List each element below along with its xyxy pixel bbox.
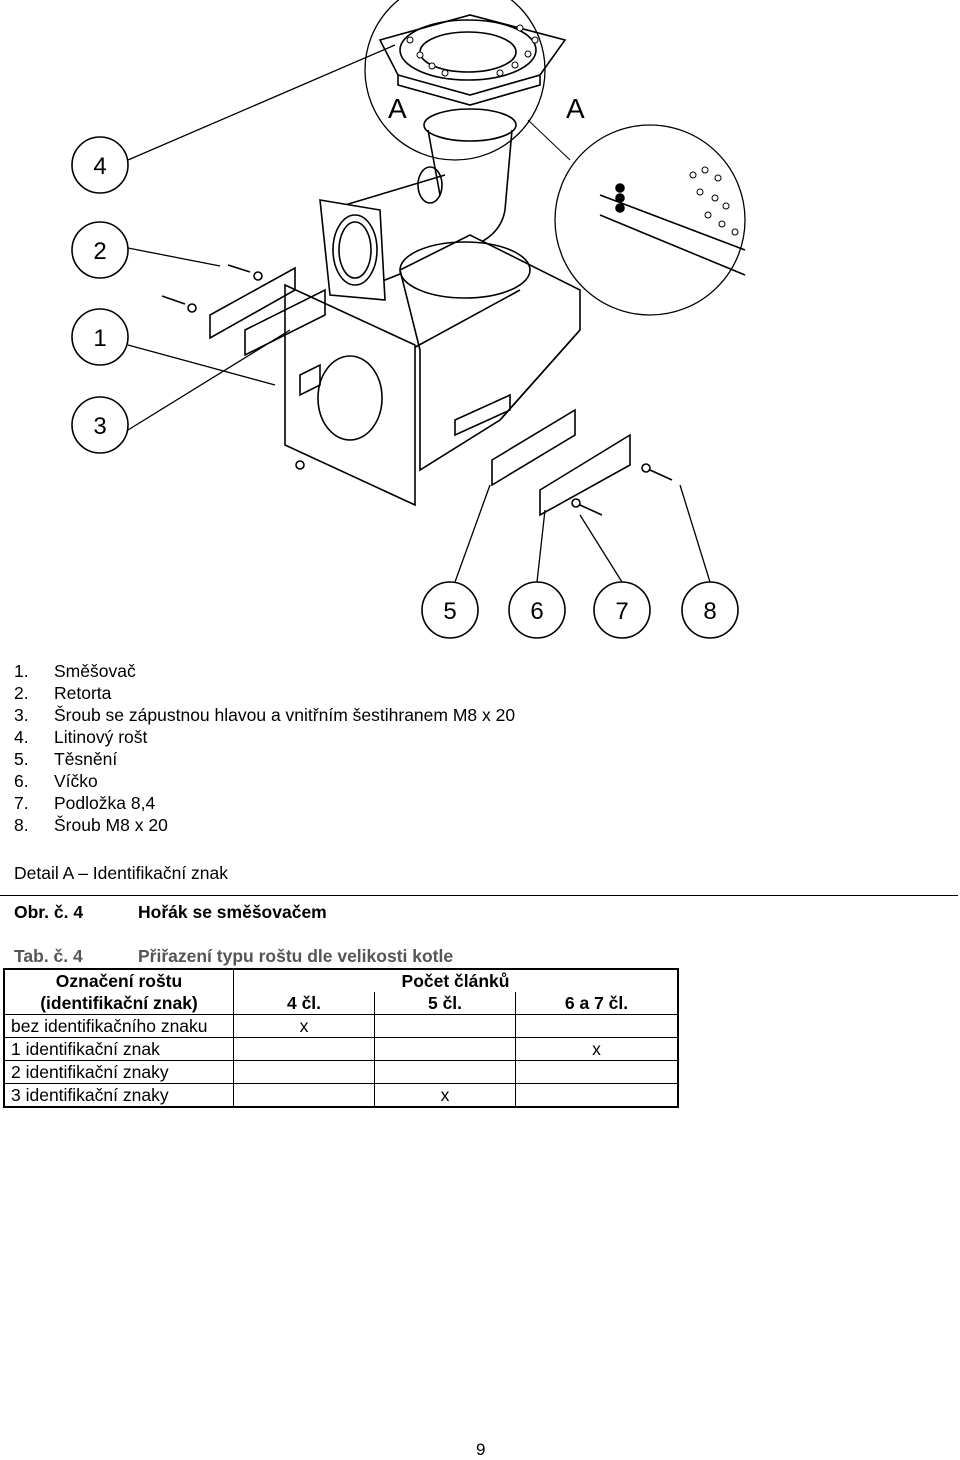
grate-assignment-table: Označení roštu Počet článků (identifikač…	[3, 968, 679, 1108]
table-row: 1 identifikační znak x	[3, 1037, 679, 1061]
divider	[0, 895, 958, 896]
parts-list: 1. Směšovač 2. Retorta 3. Šroub se zápustno…	[14, 660, 515, 836]
part-name: Šroub M8 x 20	[54, 815, 168, 835]
cover-left	[244, 288, 326, 357]
callout-1: 1	[93, 325, 106, 352]
page-number: 9	[476, 1440, 486, 1459]
list-number: 7.	[14, 793, 29, 813]
cast-iron-grate	[378, 14, 567, 106]
callout-8: 8	[703, 598, 716, 625]
table-cell	[515, 1014, 679, 1038]
part-name: Šroub se zápustnou hlavou a vnitřním šes…	[54, 705, 516, 725]
burner-assembly-drawing: A A	[71, 0, 746, 639]
table-cell	[515, 1060, 679, 1084]
table-cell	[374, 1037, 516, 1061]
gasket-left	[209, 266, 296, 340]
list-item: 2. Retorta	[14, 682, 515, 704]
list-item: 1. Směšovač	[14, 660, 515, 682]
table-label: Tab. č. 4	[14, 946, 83, 966]
callout-6: 6	[530, 598, 543, 625]
callout-5: 5	[443, 598, 456, 625]
table-row: 3 identifikační znaky x	[3, 1083, 679, 1108]
part-name: Litinový rošt	[54, 727, 148, 747]
table-cell	[374, 1060, 516, 1084]
table-row: bez identifikačního znaku x	[3, 1014, 679, 1038]
detail-label-left: A	[388, 93, 407, 124]
callout-3: 3	[93, 413, 106, 440]
leader-lines	[127, 44, 711, 583]
screws	[161, 264, 673, 516]
mixer-flange	[319, 199, 386, 301]
table-cell	[233, 1037, 375, 1061]
row-label: 2 identifikační znaky	[3, 1060, 234, 1084]
gasket-right	[491, 408, 576, 487]
front-plate	[284, 283, 416, 507]
list-number: 4.	[14, 727, 29, 747]
detail-label-right: A	[566, 93, 585, 124]
table-header-row: Označení roštu Počet článků	[3, 968, 679, 992]
header-cell-group: Počet článků	[233, 968, 679, 992]
header-cell: 5 čl.	[374, 992, 516, 1015]
list-number: 5.	[14, 749, 29, 769]
header-cell: (identifikační znak)	[3, 992, 234, 1015]
detail-a-plate	[599, 166, 746, 276]
mixer-body	[399, 234, 581, 472]
table-cell	[233, 1060, 375, 1084]
list-number: 8.	[14, 815, 29, 835]
row-label: 1 identifikační znak	[3, 1037, 234, 1061]
list-item: 5. Těsnění	[14, 748, 515, 770]
header-cell: 4 čl.	[233, 992, 375, 1015]
callout-7: 7	[615, 598, 628, 625]
table-row: 2 identifikační znaky	[3, 1060, 679, 1084]
table-title: Přiřazení typu roštu dle velikosti kotle	[138, 946, 454, 966]
figure-label: Obr. č. 4	[14, 902, 84, 922]
list-number: 3.	[14, 705, 29, 725]
callout-2: 2	[93, 238, 106, 265]
table-cell	[233, 1083, 375, 1108]
figure-title: Hořák se směšovačem	[138, 902, 327, 922]
list-item: 3. Šroub se zápustnou hlavou a vnitřním š…	[14, 704, 515, 726]
header-cell: 6 a 7 čl.	[515, 992, 679, 1015]
list-number: 1.	[14, 661, 29, 681]
list-number: 2.	[14, 683, 29, 703]
part-name: Retorta	[54, 683, 112, 703]
cover-right	[539, 433, 631, 517]
list-item: 4. Litinový rošt	[14, 726, 515, 748]
part-name: Těsnění	[54, 749, 118, 769]
part-name: Směšovač	[54, 661, 136, 681]
list-item: 7. Podložka 8,4	[14, 792, 515, 814]
table-cell	[374, 1014, 516, 1038]
list-item: 8. Šroub M8 x 20	[14, 814, 515, 836]
table-cell: x	[515, 1037, 679, 1061]
row-label: 3 identifikační znaky	[3, 1083, 234, 1108]
callout-4: 4	[93, 153, 106, 180]
table-header-row: (identifikační znak) 4 čl. 5 čl. 6 a 7 č…	[3, 992, 679, 1015]
list-number: 6.	[14, 771, 29, 791]
table-cell	[515, 1083, 679, 1108]
detail-circle-a	[554, 124, 746, 316]
header-cell: Označení roštu	[3, 968, 234, 992]
row-label: bez identifikačního znaku	[3, 1014, 234, 1038]
table-cell: x	[374, 1083, 516, 1108]
table-cell: x	[233, 1014, 375, 1038]
detail-note: Detail A – Identifikační znak	[14, 863, 229, 883]
list-item: 6. Víčko	[14, 770, 515, 792]
detail-circle-left	[364, 0, 546, 161]
part-name: Podložka 8,4	[54, 793, 156, 813]
part-name: Víčko	[54, 771, 98, 791]
